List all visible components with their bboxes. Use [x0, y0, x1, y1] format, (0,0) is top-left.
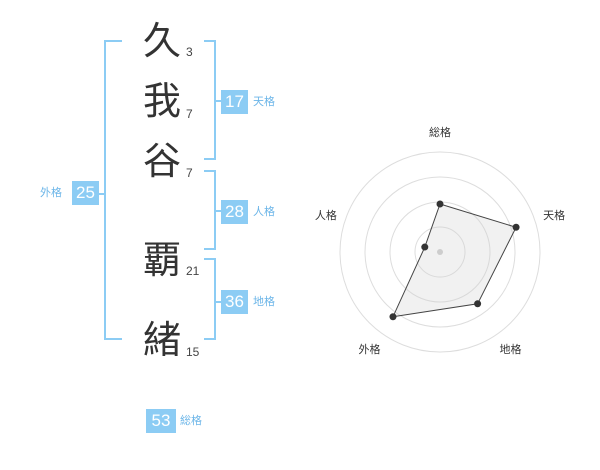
radar-axis-label-3: 地格 [500, 342, 522, 356]
radar-point-1 [436, 200, 444, 208]
radar-point-5 [421, 243, 429, 251]
gaikaku-bracket [104, 40, 122, 340]
jinkaku-label: 人格 [253, 205, 275, 218]
gaikaku-badge: 25 [72, 181, 99, 205]
stroke-count-3: 7 [186, 166, 193, 180]
jinkaku-bracket-stub [214, 210, 222, 212]
name-char-1: 久 [142, 19, 181, 63]
name-char-3: 谷 [142, 139, 181, 183]
name-char-2: 我 [142, 79, 181, 123]
tenkaku-bracket-stub [214, 100, 222, 102]
radar-axis-label-2: 天格 [543, 208, 565, 222]
tenkaku-label: 天格 [253, 95, 275, 108]
name-char-5: 緒 [142, 318, 181, 362]
chikaku-badge: 36 [221, 290, 248, 314]
tenkaku-badge: 17 [221, 90, 248, 114]
chikaku-bracket [204, 258, 216, 340]
stroke-count-2: 7 [186, 107, 193, 121]
chikaku-label: 地格 [253, 295, 275, 308]
jinkaku-badge: 28 [221, 200, 248, 224]
gaikaku-bracket-stub [96, 193, 105, 195]
radar-point-4 [389, 313, 397, 321]
stroke-count-4: 21 [186, 264, 200, 278]
radar-axis-label-4: 外格 [358, 342, 380, 356]
radar-center [437, 249, 443, 255]
soukaku-label: 総格 [180, 414, 202, 427]
stroke-count-1: 3 [186, 45, 193, 59]
radar-axis-label-5: 人格 [315, 208, 337, 222]
gaikaku-label: 外格 [40, 186, 62, 199]
name-char-4: 覇 [142, 238, 181, 282]
radar-ring-1 [414, 226, 466, 278]
radar-point-3 [474, 300, 482, 308]
radar-area [392, 203, 517, 318]
soukaku-badge: 53 [146, 409, 176, 433]
stroke-count-5: 15 [186, 345, 200, 359]
chikaku-bracket-stub [214, 301, 222, 303]
radar-ring-3 [364, 176, 516, 328]
radar-ring-4 [339, 151, 541, 353]
radar-point-2 [512, 223, 520, 231]
radar-axis-label-1: 総格 [429, 125, 451, 139]
